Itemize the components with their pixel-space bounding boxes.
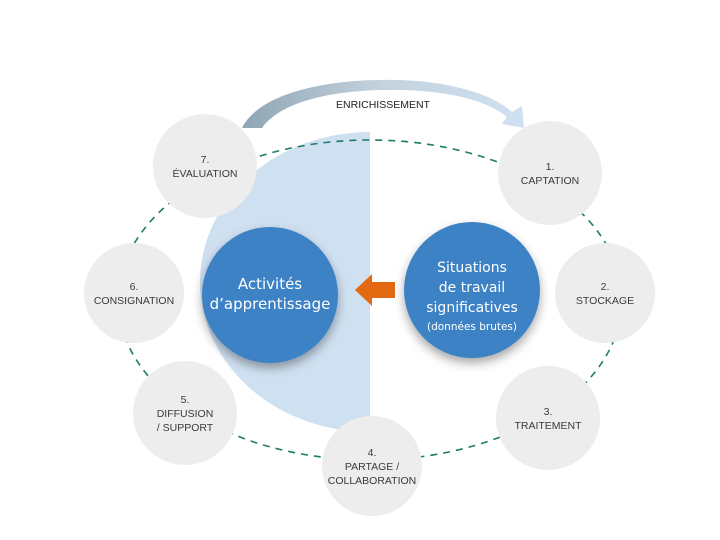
work-situations-subtitle: (données brutes) [427,321,517,333]
stage-node-4[interactable]: 4. PARTAGE / COLLABORATION [322,416,422,516]
stage-circles: 1. CAPTATION 2. STOCKAGE 3. TRAITEMENT 4. PARTA… [84,114,655,516]
orange-left-arrow-icon [355,274,395,306]
stage-label: DIFFUSION [157,408,214,420]
stage-label: COLLABORATION [328,475,417,487]
work-situations-node[interactable]: Situations de travail significatives (do… [404,222,540,358]
stage-circle [498,121,602,225]
stage-circle [496,366,600,470]
stage-label: TRAITEMENT [514,420,582,432]
stage-label: CAPTATION [521,175,580,187]
stage-circle [555,243,655,343]
stage-label: / SUPPORT [157,422,214,434]
work-situations-line-1: Situations [437,260,507,276]
stage-node-2[interactable]: 2. STOCKAGE [555,243,655,343]
stage-node-7[interactable]: 7.ÉVALUATION [153,114,257,218]
learning-activities-line-2: d’apprentissage [210,295,331,313]
stage-circle [84,243,184,343]
work-situations-line-2: de travail [439,280,505,296]
stage-label: CONSIGNATION [94,295,174,307]
stage-node-3[interactable]: 3. TRAITEMENT [496,366,600,470]
stage-label: ÉVALUATION [173,167,238,180]
enrichment-arrow [242,79,524,128]
stage-label: PARTAGE / [345,461,399,473]
stage-number: 6. [130,281,139,293]
stage-number: 5. [181,394,190,406]
stage-number: 1. [546,161,555,173]
stage-node-5[interactable]: 5. DIFFUSION / SUPPORT [133,361,237,465]
stage-circle [153,114,257,218]
stage-number: 3. [544,406,553,418]
stage-number: 2. [601,281,610,293]
stage-label: STOCKAGE [576,295,634,307]
learning-activities-node[interactable]: Activités d’apprentissage [202,227,338,363]
stage-circle [322,416,422,516]
stage-number: 7. [201,154,210,166]
enrichment-label: ENRICHISSEMENT [336,99,431,111]
stage-node-1[interactable]: 1. CAPTATION [498,121,602,225]
stage-circle [133,361,237,465]
work-situations-line-3: significatives [426,300,518,316]
stage-node-6[interactable]: 6. CONSIGNATION [84,243,184,343]
stage-number: 4. [368,447,377,459]
learning-activities-line-1: Activités [238,275,302,293]
